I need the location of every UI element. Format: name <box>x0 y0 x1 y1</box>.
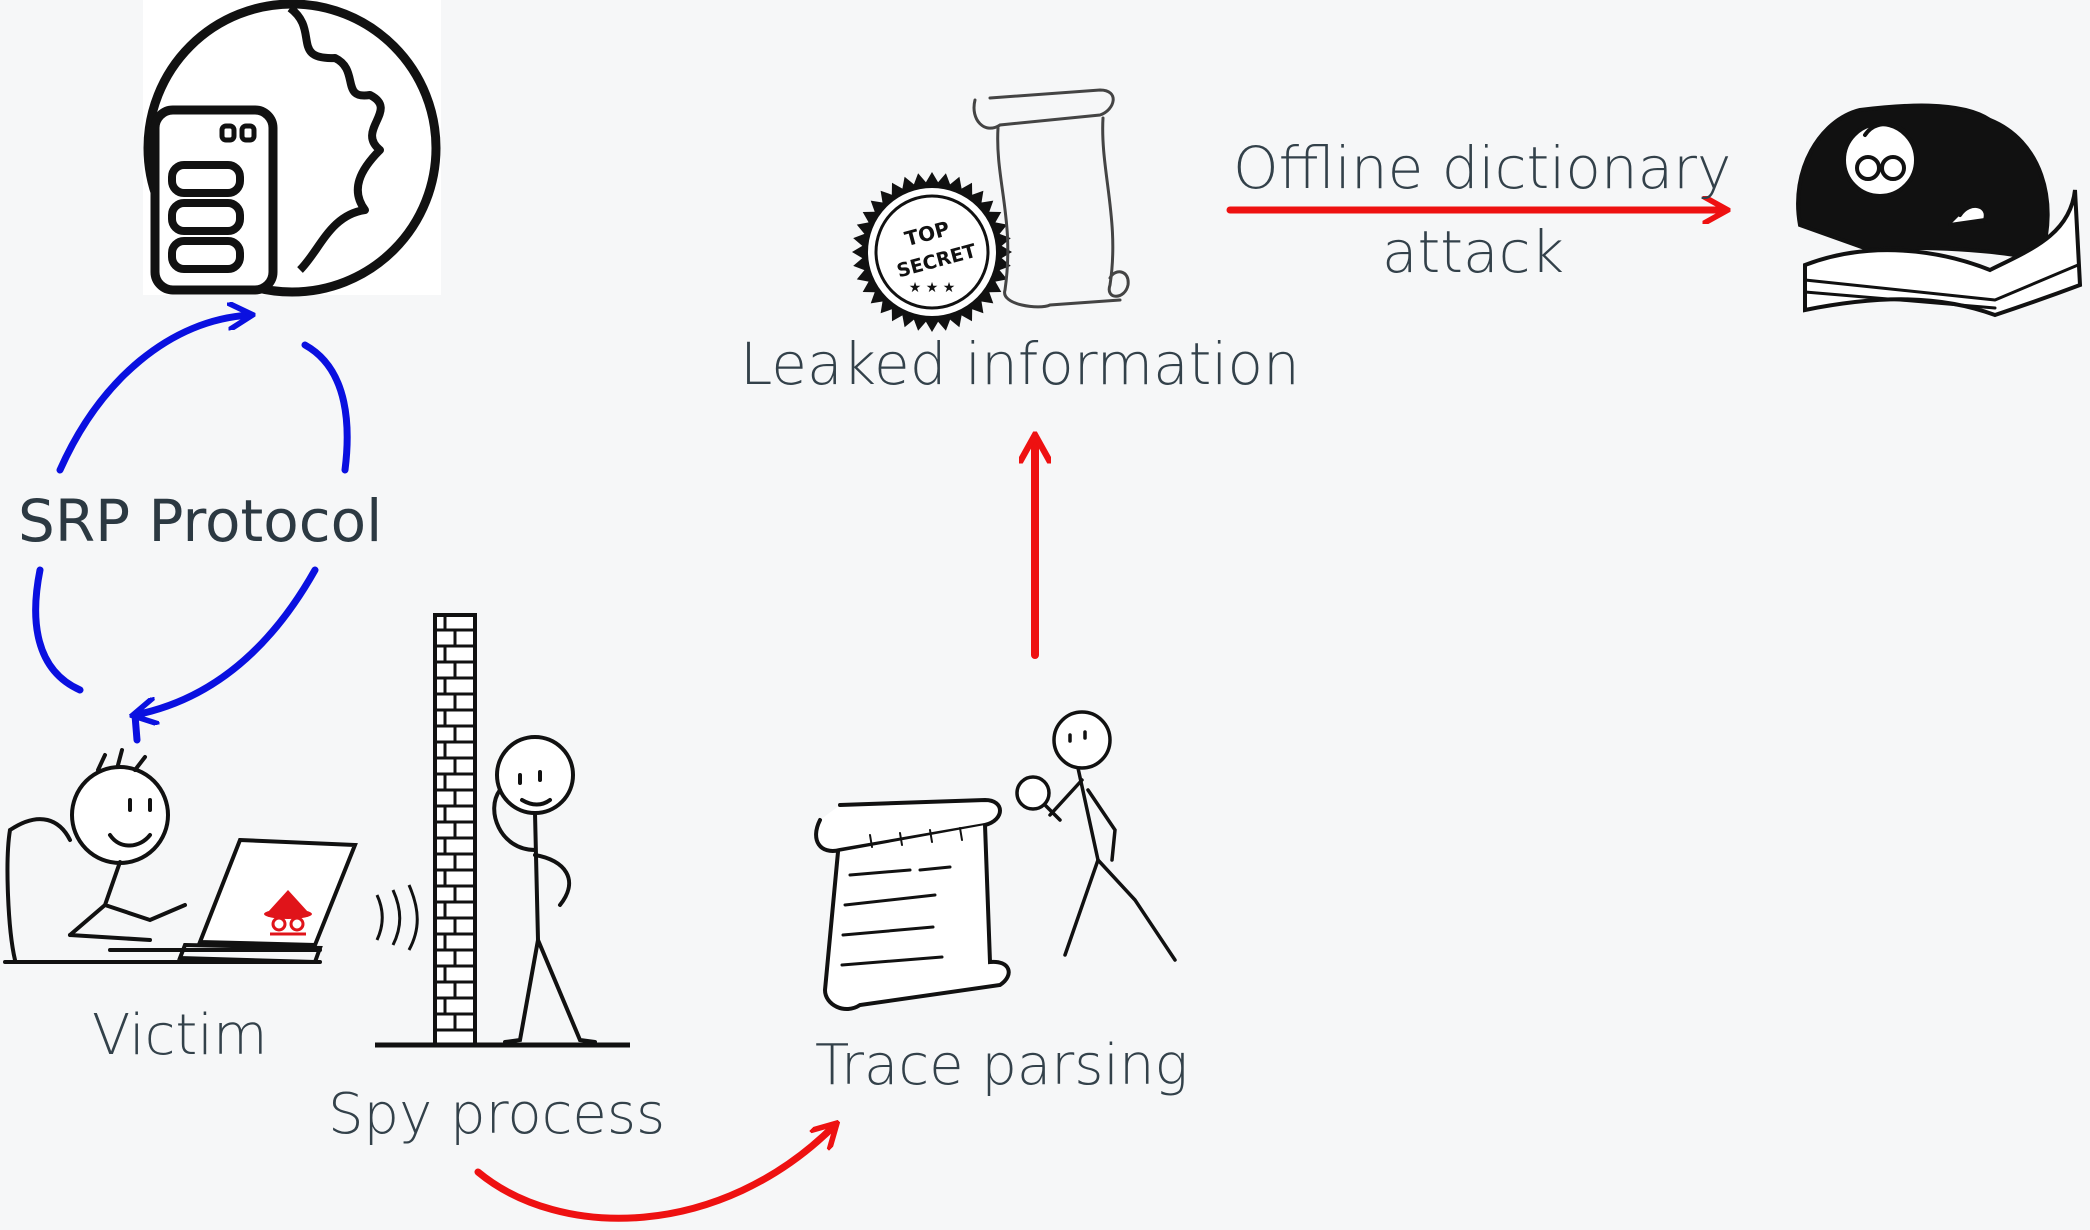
offline-attack-label-line1: Offline dictionary <box>1233 134 1732 202</box>
brick-wall-icon <box>375 613 630 1048</box>
sound-waves-icon <box>375 884 419 951</box>
trace-parsing-label: Trace parsing <box>815 1033 1189 1098</box>
leaked-information-label: Leaked information <box>740 330 1300 398</box>
spy-to-trace-arrow <box>474 1125 835 1222</box>
blank-scroll-icon <box>972 88 1130 309</box>
stamp-stars: ★ ★ ★ <box>909 280 956 296</box>
victim-label: Victim <box>92 1003 268 1068</box>
reader-book-icon <box>1796 103 2083 318</box>
srp-protocol-arrows <box>32 315 351 744</box>
server-globe-icon <box>143 0 441 297</box>
detective-icon <box>1015 710 1177 962</box>
spy-process-label: Spy process <box>328 1082 666 1147</box>
offline-attack-label-line2: attack <box>1382 218 1565 286</box>
scroll-trace-icon <box>814 797 1011 1011</box>
spy-hat-icon <box>264 890 312 936</box>
top-secret-stamp-icon: TOP SECRET ★ ★ ★ <box>852 172 1012 332</box>
victim-laptop-icon <box>3 748 358 965</box>
srp-protocol-label: SRP Protocol <box>18 487 383 555</box>
eavesdropper-icon <box>492 735 597 1044</box>
